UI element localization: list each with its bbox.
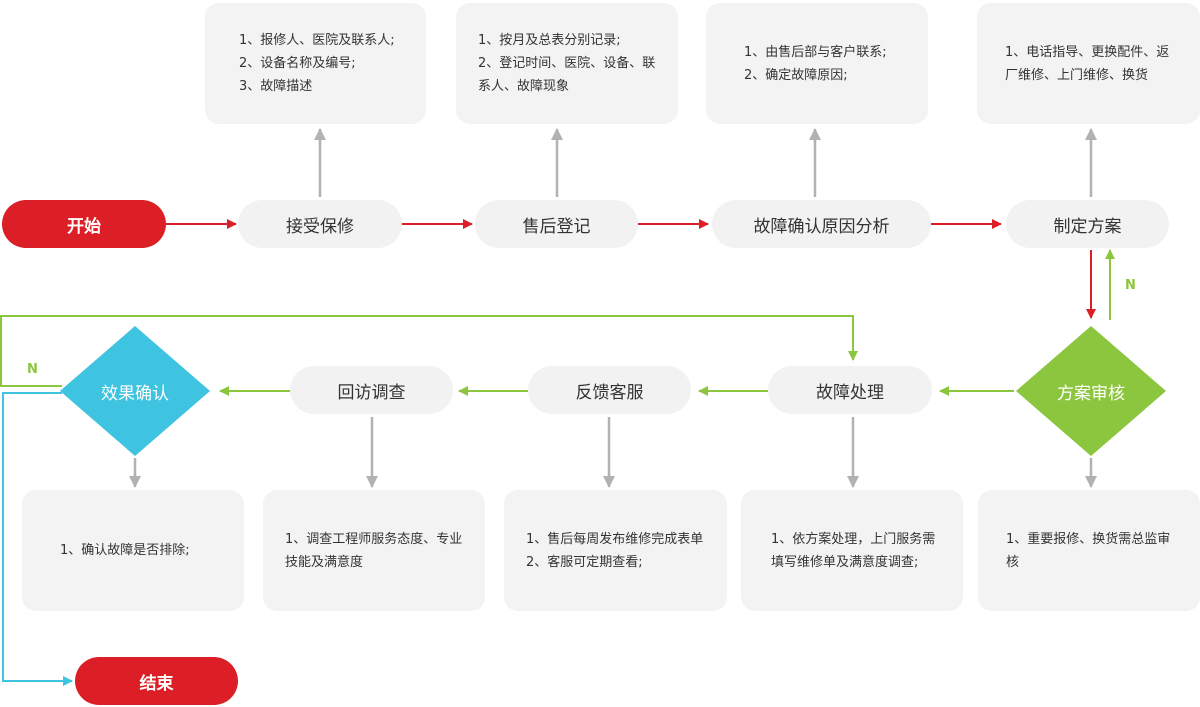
- note-receive: 1、报修人、医院及联系人; 2、设备名称及编号; 3、故障描述: [205, 3, 426, 124]
- decision-review-shape: [1016, 326, 1166, 456]
- no-label-plan: N: [1125, 278, 1136, 293]
- end-node: 结束: [75, 657, 238, 705]
- note-plan: 1、电话指导、更换配件、返 厂维修、上门维修、换货: [977, 3, 1200, 124]
- note-analyze: 1、由售后部与客户联系; 2、确定故障原因;: [706, 3, 928, 124]
- note-revisit: 1、调查工程师服务态度、专业 技能及满意度: [263, 490, 485, 611]
- feedback-service-node: 反馈客服: [528, 366, 691, 414]
- fault-analysis-node: 故障确认原因分析: [712, 200, 931, 248]
- after-sales-register-node: 售后登记: [475, 200, 638, 248]
- revisit-survey-node: 回访调查: [290, 366, 453, 414]
- note-confirm: 1、确认故障是否排除;: [22, 490, 244, 611]
- decision-confirm-shape: [60, 326, 210, 456]
- plan-review-decision: 方案审核: [1057, 383, 1125, 404]
- arrow-confirm-to-end: [2, 392, 73, 686]
- note-register: 1、按月及总表分别记录; 2、登记时间、医院、设备、联 系人、故障现象: [456, 3, 678, 124]
- no-label-confirm: N: [27, 362, 38, 377]
- fault-handling-node: 故障处理: [768, 366, 932, 414]
- note-handle: 1、依方案处理，上门服务需 填写维修单及满意度调查;: [741, 490, 963, 611]
- receive-repair-node: 接受保修: [238, 200, 402, 248]
- start-node: 开始: [2, 200, 166, 248]
- effect-confirm-decision: 效果确认: [101, 383, 169, 404]
- note-feedback: 1、售后每周发布维修完成表单 2、客服可定期查看;: [504, 490, 727, 611]
- arrow-confirm-loop-to-handle: [0, 315, 858, 387]
- note-review: 1、重要报修、换货需总监审 核: [978, 490, 1200, 611]
- make-plan-node: 制定方案: [1006, 200, 1169, 248]
